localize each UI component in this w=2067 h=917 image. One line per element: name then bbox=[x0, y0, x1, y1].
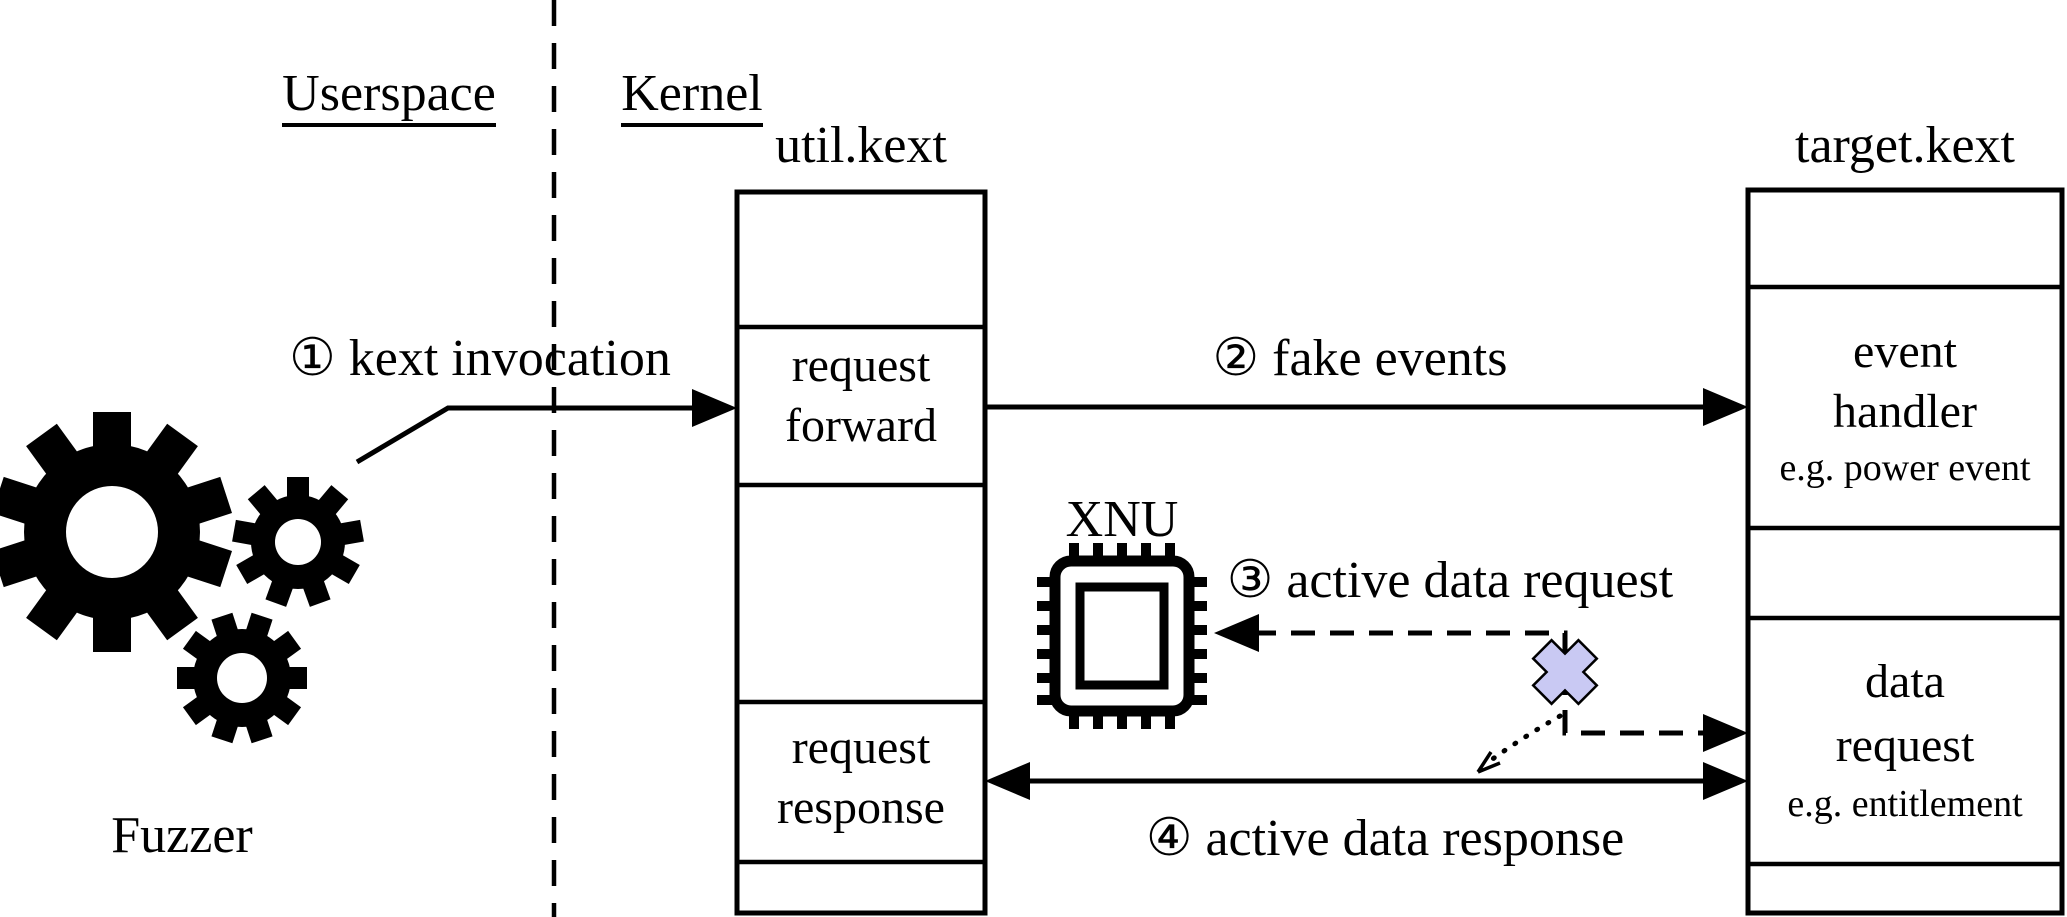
redirect-dotted-arrow bbox=[1476, 713, 1563, 774]
arrow-active-data-response bbox=[985, 762, 1748, 800]
step3-label: ③ active data request bbox=[1226, 552, 1674, 609]
data-request-label: data request e.g. entitlement bbox=[1748, 650, 2062, 826]
util-kext-box bbox=[734, 189, 988, 916]
arrow-fake-events bbox=[985, 388, 1748, 426]
request-response-line1: request bbox=[791, 721, 931, 774]
xnu-label: XNU bbox=[1065, 491, 1179, 548]
event-handler-example: e.g. power event bbox=[1779, 447, 2031, 489]
chip-icon bbox=[1037, 543, 1207, 729]
target-kext-title: target.kext bbox=[1795, 117, 2015, 174]
gears-icon bbox=[0, 412, 364, 744]
gear-medium bbox=[232, 477, 364, 607]
target-kext-box bbox=[1745, 187, 2065, 916]
fuzzer-label: Fuzzer bbox=[111, 807, 253, 864]
event-handler-line2: handler bbox=[1833, 385, 1977, 438]
arrow-kext-invocation bbox=[355, 389, 737, 465]
gear-small bbox=[177, 612, 307, 744]
event-handler-label: event handler e.g. power event bbox=[1748, 322, 2062, 490]
step4-label: ④ active data response bbox=[1145, 810, 1625, 867]
request-forward-label: request forward bbox=[737, 336, 985, 456]
request-response-label: request response bbox=[737, 718, 985, 838]
data-request-line2: request bbox=[1835, 719, 1975, 772]
step1-label: ① kext invocation bbox=[289, 330, 671, 387]
userspace-label-text: Userspace bbox=[282, 65, 496, 127]
request-response-line2: response bbox=[777, 781, 945, 834]
block-x-marker bbox=[1531, 638, 1599, 706]
data-request-line1: data bbox=[1865, 655, 1945, 708]
gear-large bbox=[0, 412, 232, 652]
request-forward-line2: forward bbox=[785, 399, 937, 452]
event-handler-line1: event bbox=[1853, 325, 1957, 378]
kernel-region-label: Kernel bbox=[592, 64, 792, 127]
util-kext-title: util.kext bbox=[775, 117, 947, 174]
data-request-example: e.g. entitlement bbox=[1787, 783, 2023, 825]
arrow-active-data-request bbox=[1214, 614, 1748, 752]
kernel-label-text: Kernel bbox=[621, 65, 763, 127]
request-forward-line1: request bbox=[791, 339, 931, 392]
userspace-region-label: Userspace bbox=[254, 64, 524, 127]
step2-label: ② fake events bbox=[1212, 330, 1508, 387]
